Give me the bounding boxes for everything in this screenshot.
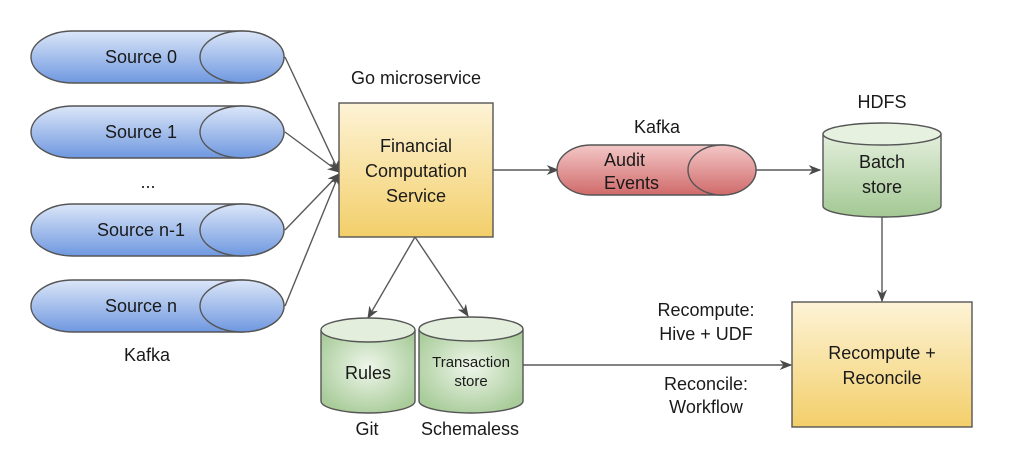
edge-label-recompute: Recompute:	[657, 300, 754, 320]
audit-label-line: Audit	[604, 150, 645, 170]
edges	[284, 56, 888, 371]
edge-label-recompute: Hive + UDF	[659, 324, 753, 344]
edge-service-to-transaction	[414, 236, 469, 318]
source-label: Source 0	[105, 47, 177, 67]
audit-caption: Kafka	[634, 117, 681, 137]
edge-service-to-rules	[367, 236, 416, 320]
source-queue-n-1: Source n-1	[30, 203, 285, 257]
source-label: Source n	[105, 296, 177, 316]
source-label: Source 1	[105, 122, 177, 142]
audit-label-line: Events	[604, 173, 659, 193]
recompute-label-line: Recompute +	[828, 343, 936, 363]
rules-caption: Git	[355, 419, 378, 439]
transaction-caption: Schemaless	[421, 419, 519, 439]
service-label-line: Service	[386, 186, 446, 206]
source-queue-1: Source 1	[30, 105, 285, 159]
source-queue-0: Source 0	[30, 30, 285, 84]
sources-ellipsis: ...	[140, 172, 155, 192]
batch-store-cylinder: Batch store	[822, 122, 942, 218]
transaction-label-line: store	[454, 373, 487, 390]
financial-computation-service: Financial Computation Service	[338, 102, 494, 238]
source-queue-n: Source n	[30, 279, 285, 333]
service-label-line: Financial	[380, 136, 452, 156]
edge-label-reconcile: Workflow	[669, 397, 744, 417]
edge-source1-to-service	[284, 131, 341, 173]
audit-events-queue: Audit Events	[556, 144, 757, 196]
service-caption: Go microservice	[351, 68, 481, 88]
service-label-line: Computation	[365, 161, 467, 181]
recompute-reconcile-box: Recompute + Reconcile	[791, 301, 973, 428]
transaction-label-line: Transaction	[432, 354, 510, 371]
edge-sourcen-to-service	[284, 172, 340, 307]
batch-label-line: store	[862, 177, 902, 197]
source-label: Source n-1	[97, 220, 185, 240]
edge-sourcen1-to-service	[284, 173, 340, 231]
batch-label-line: Batch	[859, 152, 905, 172]
transaction-store-cylinder: Transaction store	[418, 316, 524, 414]
batch-caption: HDFS	[858, 92, 907, 112]
sources-caption: Kafka	[124, 345, 171, 365]
rules-label: Rules	[345, 363, 391, 383]
edge-source0-to-service	[284, 56, 340, 174]
recompute-label-line: Reconcile	[842, 368, 921, 388]
edge-label-reconcile: Reconcile:	[664, 374, 748, 394]
rules-store-cylinder: Rules	[320, 317, 416, 414]
